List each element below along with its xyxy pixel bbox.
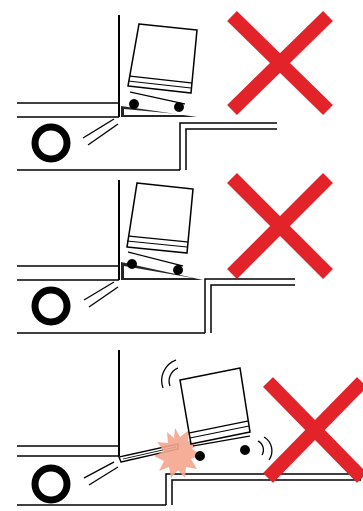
dock-platform — [17, 279, 295, 333]
truck-rear — [17, 180, 119, 307]
truck-rear — [17, 15, 119, 145]
truck-rear — [17, 350, 119, 485]
panel-incorrect-2 — [17, 178, 328, 333]
wheel-icon — [35, 127, 67, 159]
cart-icon — [128, 24, 197, 112]
red-x-icon — [232, 178, 328, 274]
panel-incorrect-1 — [17, 15, 328, 170]
red-x-icon — [268, 382, 362, 478]
wheel-icon — [35, 290, 67, 322]
red-x-icon — [232, 16, 328, 110]
cart-icon — [127, 183, 193, 275]
panel-incorrect-3 — [17, 350, 362, 505]
wheel-icon — [35, 468, 67, 500]
